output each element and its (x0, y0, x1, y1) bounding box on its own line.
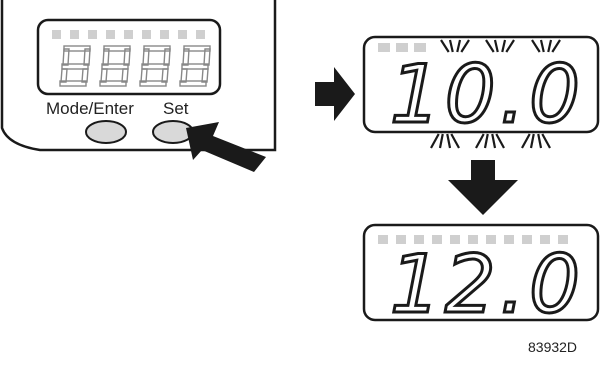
display-after-indicators (378, 235, 568, 244)
press-set-arrow (186, 122, 266, 172)
blink-ray (539, 39, 545, 53)
device-outline (0, 0, 277, 152)
blink-ray (438, 133, 444, 149)
segment (180, 68, 188, 83)
segment (161, 68, 169, 83)
blink-ray (460, 39, 470, 53)
segment (99, 80, 127, 87)
blink-ray (495, 133, 505, 149)
segment (142, 48, 150, 66)
blink-rays (430, 39, 561, 149)
blink-ray (501, 39, 507, 53)
blink-ray (491, 133, 497, 149)
display-before: 10.0 (362, 35, 600, 149)
mode-enter-label: Mode/Enter (46, 99, 134, 118)
segment (179, 80, 207, 87)
segment (140, 68, 148, 83)
segment (203, 48, 211, 66)
blink-ray (541, 133, 551, 149)
blink-ray (505, 39, 515, 53)
segment (182, 48, 190, 66)
blink-ray (456, 39, 462, 53)
blink-ray (485, 39, 495, 53)
device-indicator-strip (52, 30, 205, 39)
blink-ray (547, 39, 553, 53)
segment (181, 63, 209, 70)
blink-ray (475, 133, 485, 149)
blink-ray (448, 39, 454, 53)
figure-code: 83932D (528, 339, 577, 355)
segment (83, 48, 91, 66)
blink-ray (440, 39, 450, 53)
segment (121, 68, 129, 83)
mode-enter-button[interactable] (85, 120, 127, 144)
segment (201, 68, 209, 83)
blink-ray (521, 133, 531, 149)
segment (100, 68, 108, 83)
segment (61, 63, 89, 70)
right-arrow (315, 67, 355, 121)
display-after: 12.0 (362, 223, 600, 333)
segment (60, 68, 68, 83)
segment (81, 68, 89, 83)
display-before-indicators (378, 43, 426, 52)
segment (123, 48, 131, 66)
device-panel: Mode/Enter Set (0, 0, 277, 152)
down-arrow (448, 160, 518, 215)
segment (101, 63, 129, 70)
blink-ray (529, 133, 535, 149)
blink-ray (483, 133, 489, 149)
display-before-value: 10.0 (390, 48, 584, 141)
blink-ray (446, 133, 452, 149)
blink-ray (537, 133, 543, 149)
set-label: Set (163, 99, 189, 118)
blink-ray (493, 39, 499, 53)
blink-ray (551, 39, 561, 53)
segment (62, 48, 70, 66)
segment (141, 63, 169, 70)
segment (59, 80, 87, 87)
blink-ray (531, 39, 541, 53)
segment (139, 80, 167, 87)
device-digits-8888 (59, 45, 211, 87)
display-after-value: 12.0 (390, 238, 584, 331)
blink-ray (450, 133, 460, 149)
blink-ray (430, 133, 440, 149)
segment (102, 48, 110, 66)
segment (163, 48, 171, 66)
